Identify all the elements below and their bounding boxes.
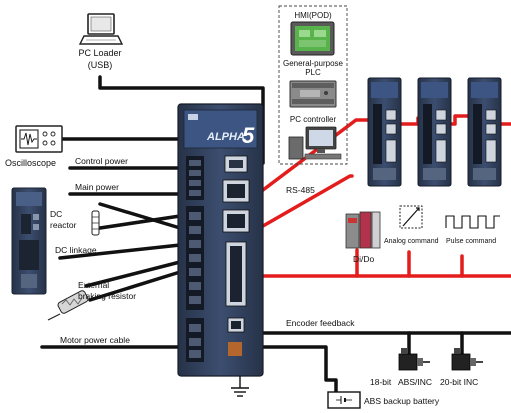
plc-label-line1: General-purpose	[283, 59, 344, 68]
servo-motor-20bit-icon	[451, 348, 483, 371]
dc-reactor-icon	[91, 210, 100, 236]
dc-reactor-label-line2: reactor	[50, 220, 77, 230]
abs-battery-label: ABS backup battery	[364, 396, 440, 406]
ground-icon	[231, 376, 249, 397]
servo-amplifier-axis-1	[367, 77, 402, 187]
analog-command-icon	[399, 205, 423, 229]
desktop-computer-icon	[288, 126, 342, 160]
control-power-label: Control power	[75, 156, 128, 166]
pc-loader-label-line2: (USB)	[88, 60, 113, 70]
hmi-touchscreen-icon	[290, 21, 335, 56]
braking-resistor-icon	[47, 290, 89, 321]
servo-motor-18bit-icon	[398, 348, 430, 371]
plc-label-line2: PLC	[305, 68, 321, 77]
motor-absinc-label: ABS/INC	[398, 377, 432, 387]
pulse-train-icon	[445, 215, 500, 229]
spare-servo-amplifier-icon	[11, 187, 47, 295]
pc-controller-label: PC controller	[290, 115, 337, 124]
servo-amplifier-axis-2	[417, 77, 452, 187]
host-devices-box	[278, 5, 348, 165]
braking-resistor-label-line1: External	[78, 280, 109, 290]
motor-power-cable-label: Motor power cable	[60, 335, 130, 345]
braking-resistor-label-line2: braking resistor	[78, 291, 136, 301]
pulse-command-label: Pulse command	[446, 238, 496, 245]
rs485-label: RS-485	[286, 185, 315, 195]
dido-modules-icon	[345, 211, 381, 249]
dido-label: Di/Do	[353, 254, 375, 264]
encoder-feedback-label: Encoder feedback	[286, 318, 355, 328]
motor-20bit-label: 20-bit INC	[440, 377, 478, 387]
hmi-label: HMI(POD)	[294, 11, 332, 20]
motor-18bit-label: 18-bit	[370, 377, 392, 387]
oscilloscope-label: Oscilloscope	[5, 158, 56, 168]
servo-amplifier-axis-3	[467, 77, 502, 187]
oscilloscope-icon	[15, 125, 63, 153]
drive-brand-text: ALPHA	[206, 131, 245, 143]
battery-icon	[327, 391, 361, 409]
analog-command-label: Analog command	[384, 238, 439, 245]
main-power-label: Main power	[75, 182, 119, 192]
laptop-icon	[78, 13, 124, 45]
dc-reactor-label-line1: DC	[50, 209, 62, 219]
plc-icon	[289, 80, 337, 108]
main-servo-amplifier: ALPHA 5	[177, 103, 264, 377]
pc-loader-label-line1: PC Loader	[78, 48, 121, 58]
drive-model-text: 5	[242, 123, 255, 148]
rs485-cables	[261, 114, 511, 278]
dc-linkage-label: DC linkage	[55, 245, 97, 255]
